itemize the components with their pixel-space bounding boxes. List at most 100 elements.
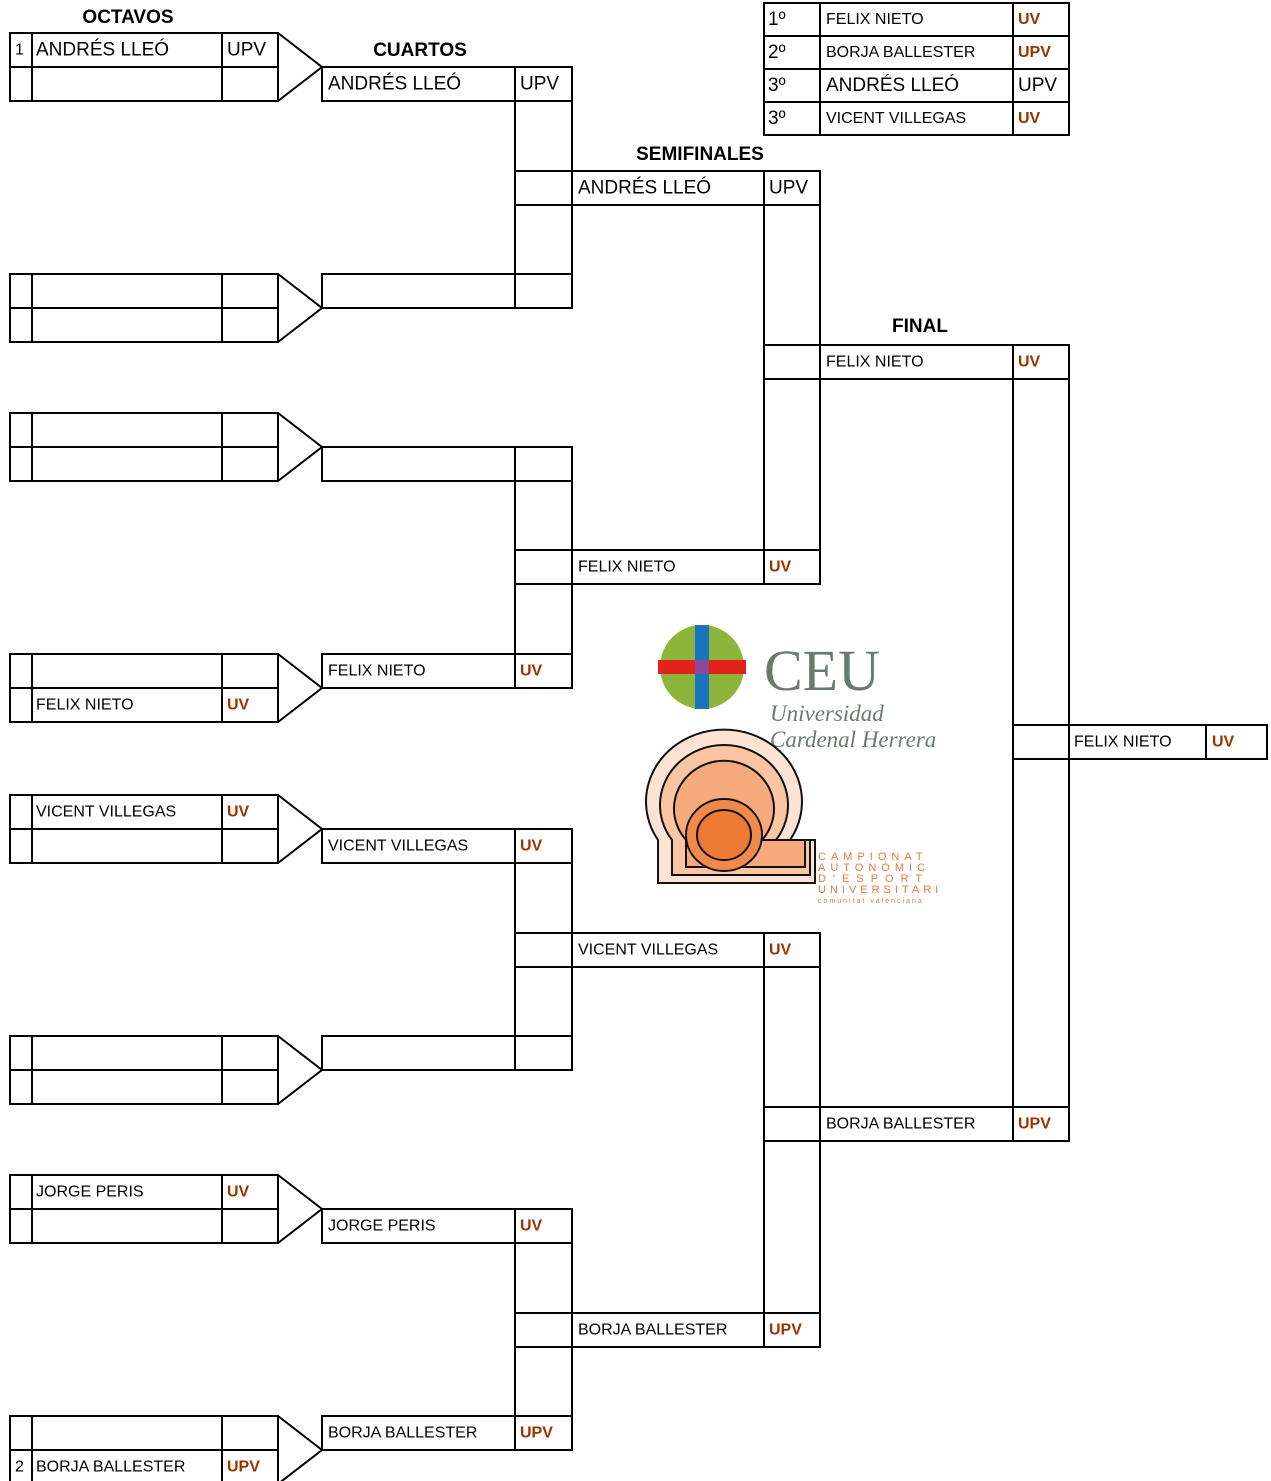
cadu-spiral-icon bbox=[645, 728, 816, 884]
cadu-text-5: comunitat valenciana bbox=[818, 898, 924, 905]
cuartos-box bbox=[321, 828, 573, 864]
cadu-text-3: D'ESPORT bbox=[818, 873, 929, 885]
octavos-player-name: VICENT VILLEGAS bbox=[36, 804, 176, 821]
semifinal-university: UPV bbox=[769, 1322, 802, 1339]
cadu-text-4: UNIVERSITARI bbox=[818, 884, 942, 896]
final-player-name: BORJA BALLESTER bbox=[826, 1116, 975, 1133]
octavos-university: UV bbox=[227, 804, 250, 821]
octavos-player-name: BORJA BALLESTER bbox=[36, 1459, 185, 1476]
champion-name: FELIX NIETO bbox=[1074, 734, 1172, 751]
podium-university: UV bbox=[1018, 110, 1041, 127]
cadu-text-2: AUTONÒMIC bbox=[818, 861, 930, 874]
cuartos-university: UV bbox=[520, 838, 543, 855]
cuartos-university: UPV bbox=[520, 1425, 553, 1442]
octavos-university: UV bbox=[227, 697, 250, 714]
final-box bbox=[763, 344, 1070, 380]
podium-university: UPV bbox=[1018, 44, 1051, 61]
cuartos-player-name: ANDRÉS LLEÓ bbox=[328, 73, 461, 95]
cuartos-player-name: BORJA BALLESTER bbox=[328, 1425, 477, 1442]
semifinal-player-name: FELIX NIETO bbox=[578, 559, 676, 576]
octavos-row bbox=[9, 828, 279, 864]
octavos-row bbox=[9, 687, 279, 723]
octavos-row bbox=[9, 412, 279, 448]
cadu-logo: CAMPIONAT AUTONÒMIC D'ESPORT UNIVERSITAR… bbox=[645, 728, 942, 905]
podium-place: 3º bbox=[768, 75, 786, 96]
cuartos-player-name: JORGE PERIS bbox=[328, 1218, 436, 1235]
advance-arrow bbox=[277, 1415, 324, 1481]
podium-place: 1º bbox=[768, 9, 786, 30]
semifinal-connector bbox=[763, 204, 821, 551]
podium-name: ANDRÉS LLEÓ bbox=[826, 74, 959, 96]
cuartos-box bbox=[321, 1035, 573, 1071]
cuartos-connector bbox=[514, 862, 573, 1037]
ceu-emblem-icon bbox=[658, 625, 746, 709]
ceu-title: CEU bbox=[764, 638, 880, 703]
octavos-player-name: JORGE PERIS bbox=[36, 1184, 144, 1201]
cuartos-box bbox=[321, 66, 573, 102]
semifinal-player-name: VICENT VILLEGAS bbox=[578, 942, 718, 959]
octavos-university: UPV bbox=[227, 40, 266, 61]
podium-row bbox=[763, 101, 1070, 136]
octavos-row bbox=[9, 653, 279, 689]
octavos-player-name: FELIX NIETO bbox=[36, 697, 134, 714]
cuartos-player-name: VICENT VILLEGAS bbox=[328, 838, 468, 855]
octavos-row bbox=[9, 1069, 279, 1105]
octavos-seed: 1 bbox=[15, 42, 24, 59]
sponsor-logos: CEU Universidad Cardenal Herrera CAMPION… bbox=[640, 625, 980, 910]
advance-arrow bbox=[277, 653, 324, 723]
cuartos-box bbox=[321, 653, 573, 689]
advance-arrow bbox=[277, 1035, 324, 1105]
octavos-row bbox=[9, 446, 279, 482]
podium-name: VICENT VILLEGAS bbox=[826, 110, 966, 127]
podium-university: UV bbox=[1018, 11, 1041, 28]
final-university: UPV bbox=[1018, 1116, 1051, 1133]
champion-university: UV bbox=[1212, 734, 1235, 751]
semifinal-player-name: ANDRÉS LLEÓ bbox=[578, 177, 711, 199]
semifinal-box bbox=[514, 1312, 821, 1348]
semifinal-box bbox=[514, 932, 821, 968]
cuartos-connector bbox=[514, 100, 573, 275]
header-octavos: OCTAVOS bbox=[82, 7, 174, 28]
podium-name: FELIX NIETO bbox=[826, 11, 924, 28]
advance-arrow bbox=[277, 32, 324, 102]
cuartos-connector bbox=[514, 1242, 573, 1417]
ceu-subtitle-2: Cardenal Herrera bbox=[770, 727, 936, 752]
header-final: FINAL bbox=[892, 316, 948, 337]
header-cuartos: CUARTOS bbox=[373, 40, 467, 61]
header-semifinales: SEMIFINALES bbox=[636, 144, 764, 165]
advance-arrow bbox=[277, 273, 324, 343]
cuartos-box bbox=[321, 1208, 573, 1244]
octavos-row bbox=[9, 66, 279, 102]
octavos-row bbox=[9, 1449, 279, 1481]
final-player-name: FELIX NIETO bbox=[826, 354, 924, 371]
semifinal-player-name: BORJA BALLESTER bbox=[578, 1322, 727, 1339]
cuartos-university: UPV bbox=[520, 74, 559, 95]
octavos-row bbox=[9, 1415, 279, 1451]
advance-arrow bbox=[277, 1174, 324, 1244]
cuartos-university: UV bbox=[520, 1218, 543, 1235]
semifinal-university: UV bbox=[769, 559, 792, 576]
ceu-logo: CEU Universidad Cardenal Herrera bbox=[658, 625, 936, 752]
podium-place: 3º bbox=[768, 108, 786, 129]
octavos-player-name: ANDRÉS LLEÓ bbox=[36, 39, 169, 61]
cuartos-university: UV bbox=[520, 663, 543, 680]
octavos-seed: 2 bbox=[15, 1459, 24, 1476]
semifinal-box bbox=[514, 549, 821, 585]
podium-name: BORJA BALLESTER bbox=[826, 44, 975, 61]
advance-arrow bbox=[277, 412, 324, 482]
octavos-university: UPV bbox=[227, 1459, 260, 1476]
final-university: UV bbox=[1018, 354, 1041, 371]
cadu-text-1: CAMPIONAT bbox=[818, 851, 928, 863]
podium-place: 2º bbox=[768, 42, 786, 63]
octavos-row bbox=[9, 1035, 279, 1071]
advance-arrow bbox=[277, 794, 324, 864]
octavos-university: UV bbox=[227, 1184, 250, 1201]
cuartos-player-name: FELIX NIETO bbox=[328, 663, 426, 680]
cuartos-connector bbox=[514, 480, 573, 655]
final-connector bbox=[1012, 378, 1070, 1108]
cuartos-box bbox=[321, 1415, 573, 1451]
semifinal-box bbox=[514, 170, 821, 206]
final-box bbox=[763, 1106, 1070, 1142]
octavos-row bbox=[9, 1208, 279, 1244]
